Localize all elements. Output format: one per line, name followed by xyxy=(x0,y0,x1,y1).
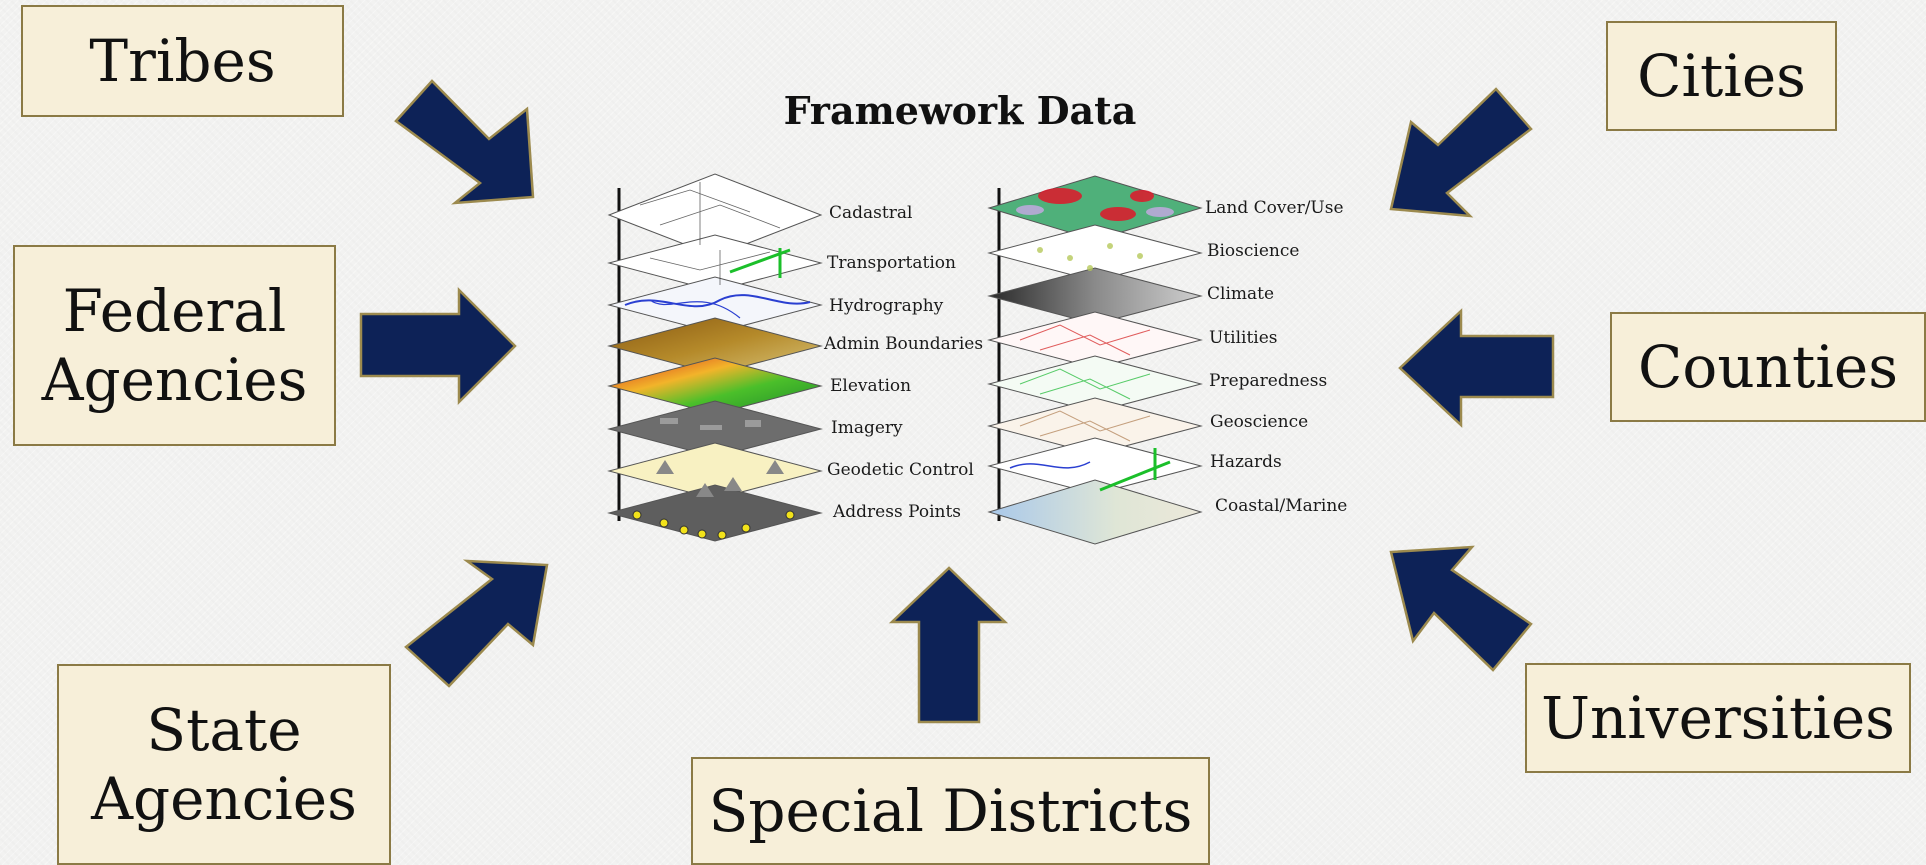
label-transportation: Transportation xyxy=(827,253,956,273)
special-districts-box: Special Districts xyxy=(691,757,1210,865)
label-preparedness: Preparedness xyxy=(1209,371,1328,391)
layer-hazards xyxy=(987,437,1203,495)
tribes-box: Tribes xyxy=(21,5,344,117)
arrow-special-districts xyxy=(888,566,1009,724)
cities-label: Cities xyxy=(1637,41,1806,110)
label-address-points: Address Points xyxy=(833,502,962,522)
layer-climate xyxy=(987,267,1203,325)
layer-geoscience xyxy=(987,397,1203,455)
arrow-universities xyxy=(1389,545,1533,672)
label-hazards: Hazards xyxy=(1210,452,1282,472)
arrow-state xyxy=(404,559,549,688)
label-bioscience: Bioscience xyxy=(1207,241,1300,261)
universities-label: Universities xyxy=(1541,683,1895,752)
label-hydrography: Hydrography xyxy=(829,296,944,316)
layer-elevation xyxy=(607,357,823,415)
special-districts-label: Special Districts xyxy=(708,776,1193,845)
arrow-federal xyxy=(359,286,517,406)
arrow-tribes xyxy=(394,79,535,205)
label-coastal-marine: Coastal/Marine xyxy=(1215,496,1348,516)
federal-agencies-label-line2: Agencies xyxy=(41,345,308,414)
label-climate: Climate xyxy=(1207,284,1275,304)
layer-transportation xyxy=(607,234,823,292)
label-elevation: Elevation xyxy=(830,376,912,396)
label-cadastral: Cadastral xyxy=(829,203,913,223)
federal-agencies-box: Federal Agencies xyxy=(13,245,336,446)
label-geoscience: Geoscience xyxy=(1210,412,1309,432)
cities-box: Cities xyxy=(1606,21,1837,131)
label-utilities: Utilities xyxy=(1209,328,1278,348)
state-agencies-box: State Agencies xyxy=(57,664,391,865)
layer-cadastral xyxy=(607,173,823,257)
federal-agencies-label-line1: Federal xyxy=(62,277,287,346)
layer-utilities xyxy=(987,311,1203,369)
state-agencies-label-line1: State xyxy=(146,696,302,765)
label-land-cover-use: Land Cover/Use xyxy=(1205,198,1344,218)
label-geodetic-control: Geodetic Control xyxy=(827,460,974,480)
label-imagery: Imagery xyxy=(831,418,903,438)
framework-title: Framework Data xyxy=(783,88,1137,133)
counties-label: Counties xyxy=(1638,332,1898,401)
universities-box: Universities xyxy=(1525,663,1911,773)
layer-bioscience xyxy=(987,224,1203,282)
layer-hydrography xyxy=(607,276,823,334)
layer-preparedness xyxy=(987,355,1203,413)
arrow-counties xyxy=(1398,308,1555,428)
arrow-cities xyxy=(1389,87,1533,218)
label-admin-boundaries: Admin Boundaries xyxy=(824,334,984,354)
tribes-label: Tribes xyxy=(89,26,276,95)
layer-geodetic-control xyxy=(607,442,823,500)
layer-admin-boundaries xyxy=(607,317,823,375)
state-agencies-label-line2: Agencies xyxy=(91,764,357,833)
counties-box: Counties xyxy=(1610,312,1926,422)
layer-coastal-marine xyxy=(987,479,1203,545)
